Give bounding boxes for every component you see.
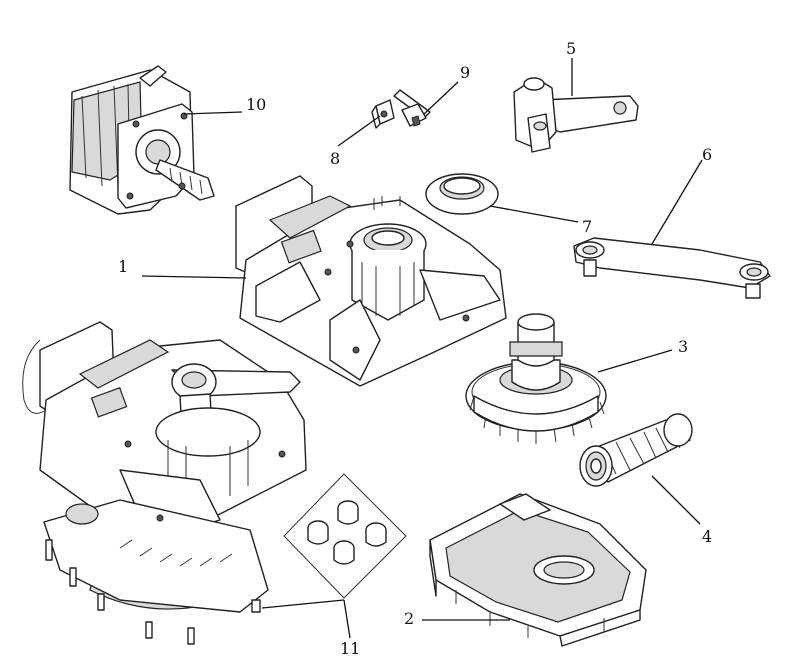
nut-c xyxy=(365,522,387,547)
callout-5: 5 xyxy=(566,39,576,58)
nut-b xyxy=(307,520,329,545)
leader-10 xyxy=(183,111,243,115)
callout-2: 2 xyxy=(404,609,414,628)
callout-8: 8 xyxy=(330,149,340,168)
ring-seal-part-7 xyxy=(425,173,499,215)
motor-part xyxy=(69,65,215,215)
leader-1 xyxy=(141,275,247,279)
callout-11: 11 xyxy=(340,639,360,658)
callout-7: 7 xyxy=(582,217,592,236)
callout-1: 1 xyxy=(118,257,128,276)
leader-3 xyxy=(597,349,673,373)
callout-10: 10 xyxy=(246,95,266,114)
assembled-gearbox xyxy=(22,321,307,645)
callout-3: 3 xyxy=(678,337,688,356)
nut-a xyxy=(337,500,359,525)
callout-6: 6 xyxy=(702,145,712,164)
gearbox-housing-part-1 xyxy=(235,175,507,387)
link-arm-part-6 xyxy=(573,237,771,299)
nut-d xyxy=(333,540,355,565)
nut-set-part-11 xyxy=(283,473,407,599)
bottom-cover-part-2 xyxy=(429,493,647,647)
gear-part-3 xyxy=(465,313,607,444)
callout-9: 9 xyxy=(460,63,470,82)
callout-labels: 1 2 3 4 5 6 7 8 9 10 11 xyxy=(118,39,712,658)
leader-11a xyxy=(261,599,345,609)
leader-7 xyxy=(489,205,579,223)
leader-11b xyxy=(343,599,351,639)
leader-lines xyxy=(141,58,703,639)
leader-8 xyxy=(337,115,381,147)
screw-part-9 xyxy=(393,89,431,127)
leader-4 xyxy=(651,475,701,525)
callout-4: 4 xyxy=(702,527,712,546)
lever-arm-part-5 xyxy=(513,77,639,153)
leader-9 xyxy=(423,81,459,115)
screw-part-8 xyxy=(371,99,395,129)
worm-screw-part-4 xyxy=(579,413,693,487)
leader-6 xyxy=(651,159,703,245)
